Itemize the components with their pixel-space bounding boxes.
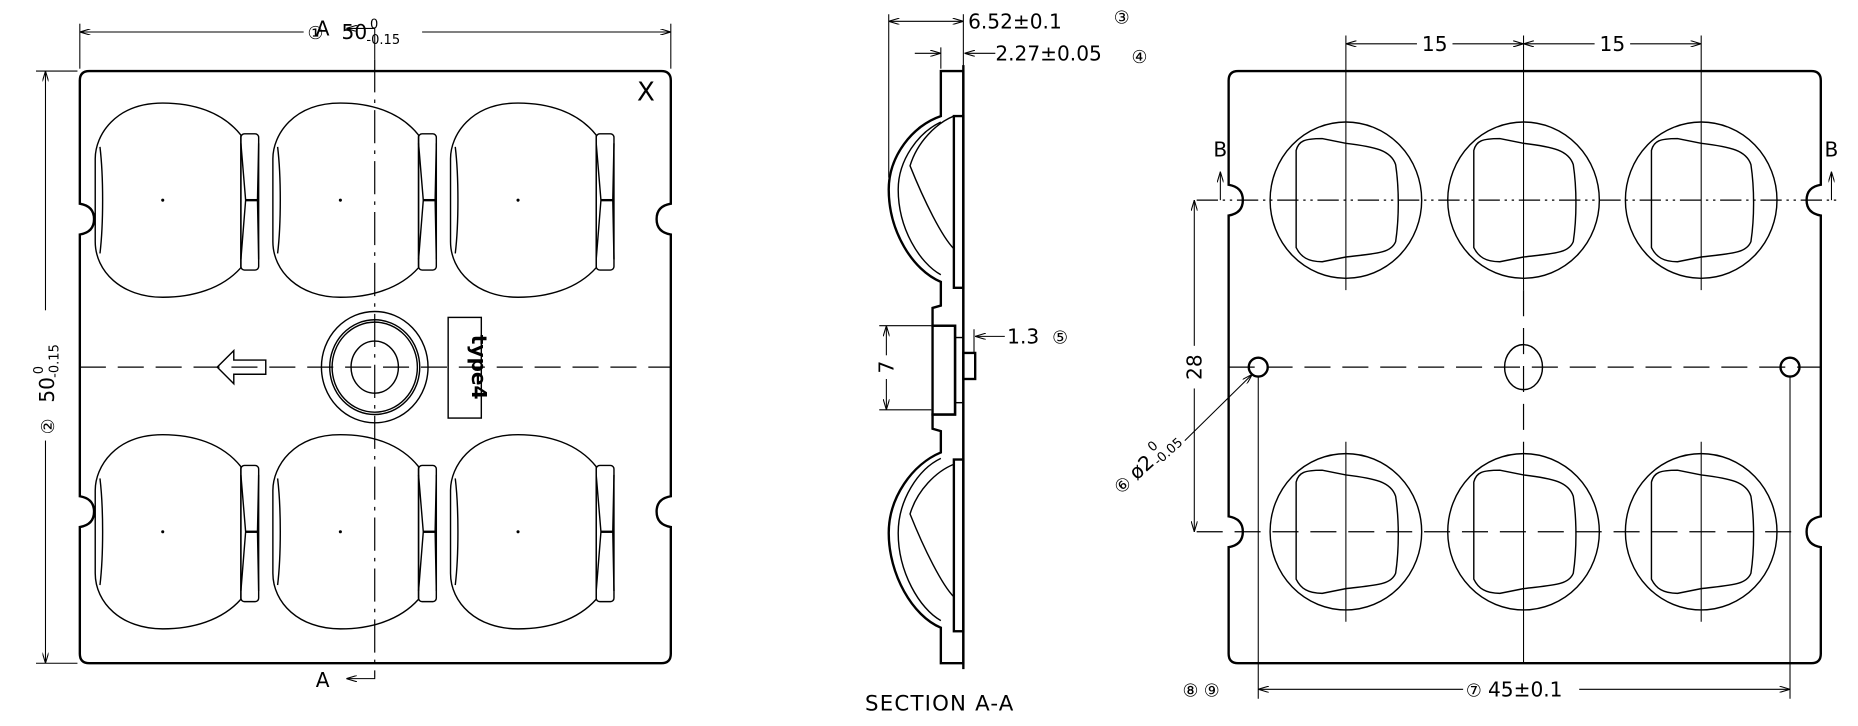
mark-x: X <box>637 78 655 108</box>
type-label: type4 <box>467 335 491 400</box>
section-marker-a-bottom: A <box>316 668 330 692</box>
section-marker-a-top: A <box>316 17 330 41</box>
front-view: type4 X ① 50 0 -0.15 ② 50 0 -0.15 A A <box>32 17 672 692</box>
direction-arrow-icon <box>216 348 267 386</box>
height-tol-lower: -0.15 <box>48 344 63 378</box>
center-boss <box>320 310 429 424</box>
pitch-1: 15 <box>1422 32 1448 56</box>
type-label-box <box>447 316 483 419</box>
height-dim: 50 <box>35 377 59 403</box>
lens-row-top <box>94 101 616 299</box>
section-view: 6.52±0.1 ③ 2.27±0.05 ④ 1.3 ⑤ 7 SECTION A… <box>865 9 1147 717</box>
dim-flange: 2.27±0.05 <box>995 41 1101 65</box>
center-hole <box>1503 343 1544 391</box>
section-title: SECTION A-A <box>865 692 1015 717</box>
hole-span-callout: ⑦ <box>1466 681 1482 701</box>
section-marker-b-left: B <box>1213 137 1227 161</box>
front-outline <box>78 69 672 665</box>
width-callout: ① <box>308 24 324 44</box>
row-pitch: 28 <box>1182 354 1206 380</box>
width-tol-lower: -0.15 <box>366 33 400 48</box>
lens-row-bottom <box>94 433 616 631</box>
hole-span: 45±0.1 <box>1488 677 1562 701</box>
note-callout-9: ⑨ <box>1204 681 1220 701</box>
dim-flange-callout: ④ <box>1132 48 1148 68</box>
dim-pin: 1.3 <box>1007 324 1039 348</box>
note-callout-8: ⑧ <box>1182 681 1198 701</box>
dim-pin-callout: ⑤ <box>1052 328 1068 348</box>
dim-total-callout: ③ <box>1114 9 1130 29</box>
width-tol-upper: 0 <box>370 17 378 32</box>
dim-total: 6.52±0.1 <box>968 9 1062 33</box>
height-callout: ② <box>39 418 59 434</box>
hole-tol-lower: -0.05 <box>1151 435 1186 469</box>
height-tol-upper: 0 <box>32 366 47 374</box>
width-dim: 50 <box>342 20 368 44</box>
dim-center: 7 <box>874 361 898 374</box>
section-marker-b-right: B <box>1825 137 1839 161</box>
back-view: 15 15 28 ⑥ ø2 0 -0.05 ⑦ 45±0.1 ⑧ ⑨ B B <box>1111 32 1839 701</box>
pitch-2: 15 <box>1600 32 1626 56</box>
